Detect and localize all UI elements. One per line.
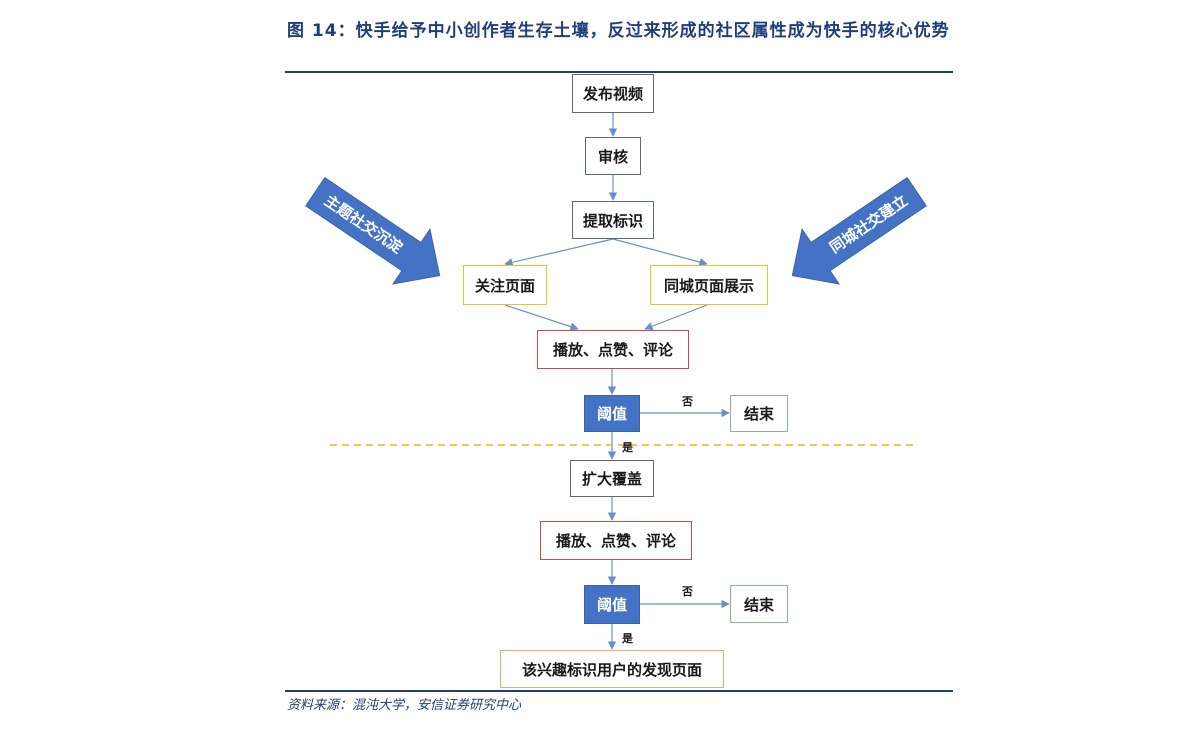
figure-title: 图 14：快手给予中小创作者生存土壤，反过来形成的社区属性成为快手的核心优势 xyxy=(287,21,950,41)
connector-extract-local xyxy=(612,238,708,267)
left-big-arrow-shape xyxy=(305,176,441,285)
node-follow-page: 关注页面 xyxy=(463,265,547,305)
node-extract: 提取标识 xyxy=(572,201,654,239)
node-local-page: 同城页面展示 xyxy=(650,265,768,305)
figure-source: 资料来源：混沌大学，安信证券研究中心 xyxy=(287,698,522,713)
right-big-arrow: 同城社交建立 xyxy=(791,176,927,285)
node-review: 审核 xyxy=(585,137,641,175)
node-discover: 该兴趣标识用户的发现页面 xyxy=(500,650,724,688)
connector-follow-engage1 xyxy=(504,304,579,331)
edge-label-yes-1: 是 xyxy=(622,441,633,454)
node-engage-2: 播放、点赞、评论 xyxy=(540,521,692,560)
node-end-1: 结束 xyxy=(730,395,788,432)
connector-local-engage1 xyxy=(644,304,708,331)
node-threshold-1: 阈值 xyxy=(584,395,640,432)
edge-label-yes-2: 是 xyxy=(622,632,633,645)
left-big-arrow: 主题社交沉淀 xyxy=(305,176,441,285)
node-threshold-2: 阈值 xyxy=(584,585,640,624)
node-end-2: 结束 xyxy=(730,585,788,623)
node-engage-1: 播放、点赞、评论 xyxy=(537,330,689,369)
title-rule xyxy=(285,71,953,73)
footer-rule xyxy=(285,690,953,692)
edge-label-no-2: 否 xyxy=(682,585,693,598)
node-publish: 发布视频 xyxy=(572,74,654,113)
connector-extract-follow xyxy=(504,238,614,267)
node-expand: 扩大覆盖 xyxy=(570,460,654,497)
edge-label-no-1: 否 xyxy=(682,395,693,408)
right-big-arrow-shape xyxy=(791,176,927,285)
